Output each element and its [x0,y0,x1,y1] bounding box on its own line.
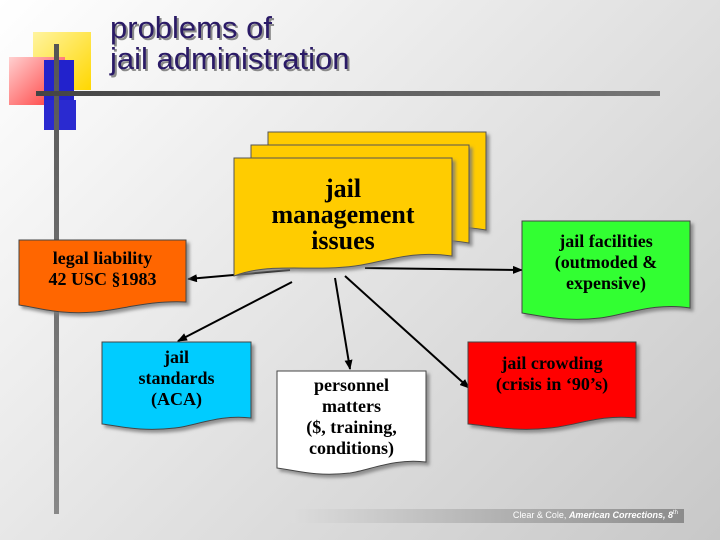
footer-bar: Clear & Cole, American Corrections, 8th [292,509,684,523]
title-line-2: jail administration [110,41,350,76]
deco-blue-square-lower [44,100,76,130]
jail-facilities-line-1: jail facilities [559,230,653,251]
center-label-line-1: jail [324,174,362,203]
center-label-line-3: issues [311,226,375,255]
footer-citation: Clear & Cole, American Corrections, 8th [513,510,678,520]
node-shape-jail-standards [101,341,252,430]
jail-crowding-line-1: jail crowding [501,353,603,373]
center-label-line-2: management [271,200,415,229]
jail-facilities-line-2: (outmoded & [554,251,658,272]
personnel-matters-line-1: personnel [313,375,389,395]
doc-front [233,157,453,277]
arrow-to-jail-facilities [364,265,523,274]
arrow-to-personnel-matters [334,277,353,370]
jail-crowding-line-2: (crisis in ‘90’s) [495,374,609,394]
slide-title: problems of jail administration [110,12,350,74]
node-shape-legal-liability [18,239,187,314]
jail-standards-label: jail standards (ACA) [102,344,251,412]
personnel-matters-line-2: matters [322,396,381,416]
footer-prefix: Clear & Cole, [512,510,569,520]
node-shape-jail-crowding [467,341,637,430]
center-label: jail management issues [236,170,450,260]
title-line-1: problems of [110,10,272,45]
legal-liability-line-2: 42 USC §1983 [48,269,157,289]
personnel-matters-label: personnel matters ($, training, conditio… [277,373,426,461]
arrow-to-jail-crowding [344,275,470,389]
legal-liability-line-1: legal liability [52,248,153,268]
jail-standards-line-1: jail [164,346,189,367]
deco-horizontal-rule [36,91,660,96]
legal-liability-label: legal liability 42 USC §1983 [19,244,186,294]
connectors [177,265,523,389]
node-shape-personnel-matters [276,370,427,475]
jail-standards-line-3: (ACA) [151,388,202,409]
personnel-matters-line-3: ($, training, [306,417,397,437]
jail-standards-line-2: standards [138,367,215,388]
footer-edition-suffix: th [672,510,678,516]
jail-crowding-label: jail crowding (crisis in ‘90’s) [468,350,636,398]
footer-book-title: American Corrections, 8 [568,510,673,520]
personnel-matters-line-4: conditions) [308,438,395,458]
jail-facilities-line-3: expensive) [566,272,646,293]
arrow-to-jail-standards [177,281,293,342]
center-document-stack [233,131,487,277]
jail-facilities-label: jail facilities (outmoded & expensive) [522,227,690,297]
node-shape-jail-facilities [521,220,691,320]
